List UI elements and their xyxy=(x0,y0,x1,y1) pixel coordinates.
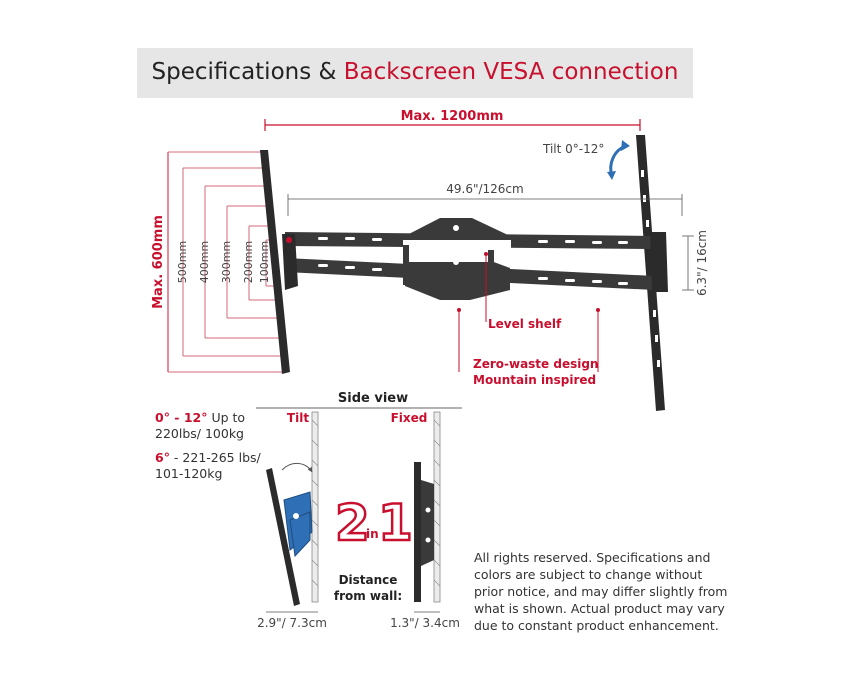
vesa-100-label: 100mm xyxy=(258,241,271,283)
vesa-300-label: 300mm xyxy=(220,241,233,283)
disclaimer-line: what is shown. Actual product may vary xyxy=(474,601,725,616)
spec-tilt-range: 0° - 12° Up to xyxy=(155,410,246,425)
two-in-one-two: 2 xyxy=(335,494,370,552)
mount-arms xyxy=(282,218,668,300)
disclaimer-line: All rights reserved. Specifications and xyxy=(474,550,711,565)
spec-fixed-range: 6° - 221-265 lbs/ xyxy=(155,450,261,465)
distance-label-1: Distance xyxy=(339,573,398,587)
shelf-height-dimension: 6.3"/ 16cm xyxy=(682,230,709,296)
max-height-dimension: Max. 600mm 500mm 400mm 300mm 200mm 100mm xyxy=(151,151,285,373)
banner-title-accent: Backscreen VESA connection xyxy=(343,59,679,85)
left-vesa-rail xyxy=(260,150,290,374)
tilt-distance-label: 2.9"/ 7.3cm xyxy=(257,616,327,630)
arm-length-dimension: 49.6"/126cm xyxy=(287,182,683,216)
mountain-label: Mountain inspired xyxy=(473,373,596,387)
max-width-label: Max. 1200mm xyxy=(401,109,504,124)
max-height-label: Max. 600mm xyxy=(151,215,166,309)
banner-title-plain: Specifications & xyxy=(151,59,344,85)
shelf-height-label: 6.3"/ 16cm xyxy=(695,230,709,296)
level-shelf-label: Level shelf xyxy=(488,317,562,331)
tilt-side-view: 2.9"/ 7.3cm xyxy=(257,411,327,630)
tilt-label: Tilt 0°-12° xyxy=(542,142,604,156)
two-in-one-one: 1 xyxy=(378,494,413,552)
title-banner: Specifications & Backscreen VESA connect… xyxy=(137,48,693,98)
distance-label-2: from wall: xyxy=(334,589,402,603)
disclaimer: All rights reserved. Specifications and … xyxy=(474,549,734,634)
fixed-heading: Fixed xyxy=(391,411,428,425)
disclaimer-line: due to constant product enhancement. xyxy=(474,618,719,633)
tilt-heading: Tilt xyxy=(287,411,309,425)
spec-tilt-capacity: 220lbs/ 100kg xyxy=(155,426,244,441)
two-in-one-badge: 2 in 1 xyxy=(334,493,414,554)
zero-waste-label: Zero-waste design xyxy=(473,357,598,371)
arm-length-label: 49.6"/126cm xyxy=(446,182,523,196)
disclaimer-line: colors are subject to change without xyxy=(474,567,703,582)
spec-fixed-capacity: 101-120kg xyxy=(155,466,223,481)
fixed-distance-label: 1.3"/ 3.4cm xyxy=(390,616,460,630)
two-in-one-in: in xyxy=(366,527,379,541)
vesa-500-label: 500mm xyxy=(176,241,189,283)
disclaimer-line: prior notice, and may differ slightly fr… xyxy=(474,584,728,599)
vesa-200-label: 200mm xyxy=(242,241,255,283)
banner-title: Specifications & Backscreen VESA connect… xyxy=(137,57,693,87)
vesa-400-label: 400mm xyxy=(198,241,211,283)
fixed-side-view: 1.3"/ 3.4cm xyxy=(390,411,460,630)
max-width-dimension: Max. 1200mm xyxy=(264,109,641,131)
side-view-title: Side view xyxy=(338,391,408,406)
